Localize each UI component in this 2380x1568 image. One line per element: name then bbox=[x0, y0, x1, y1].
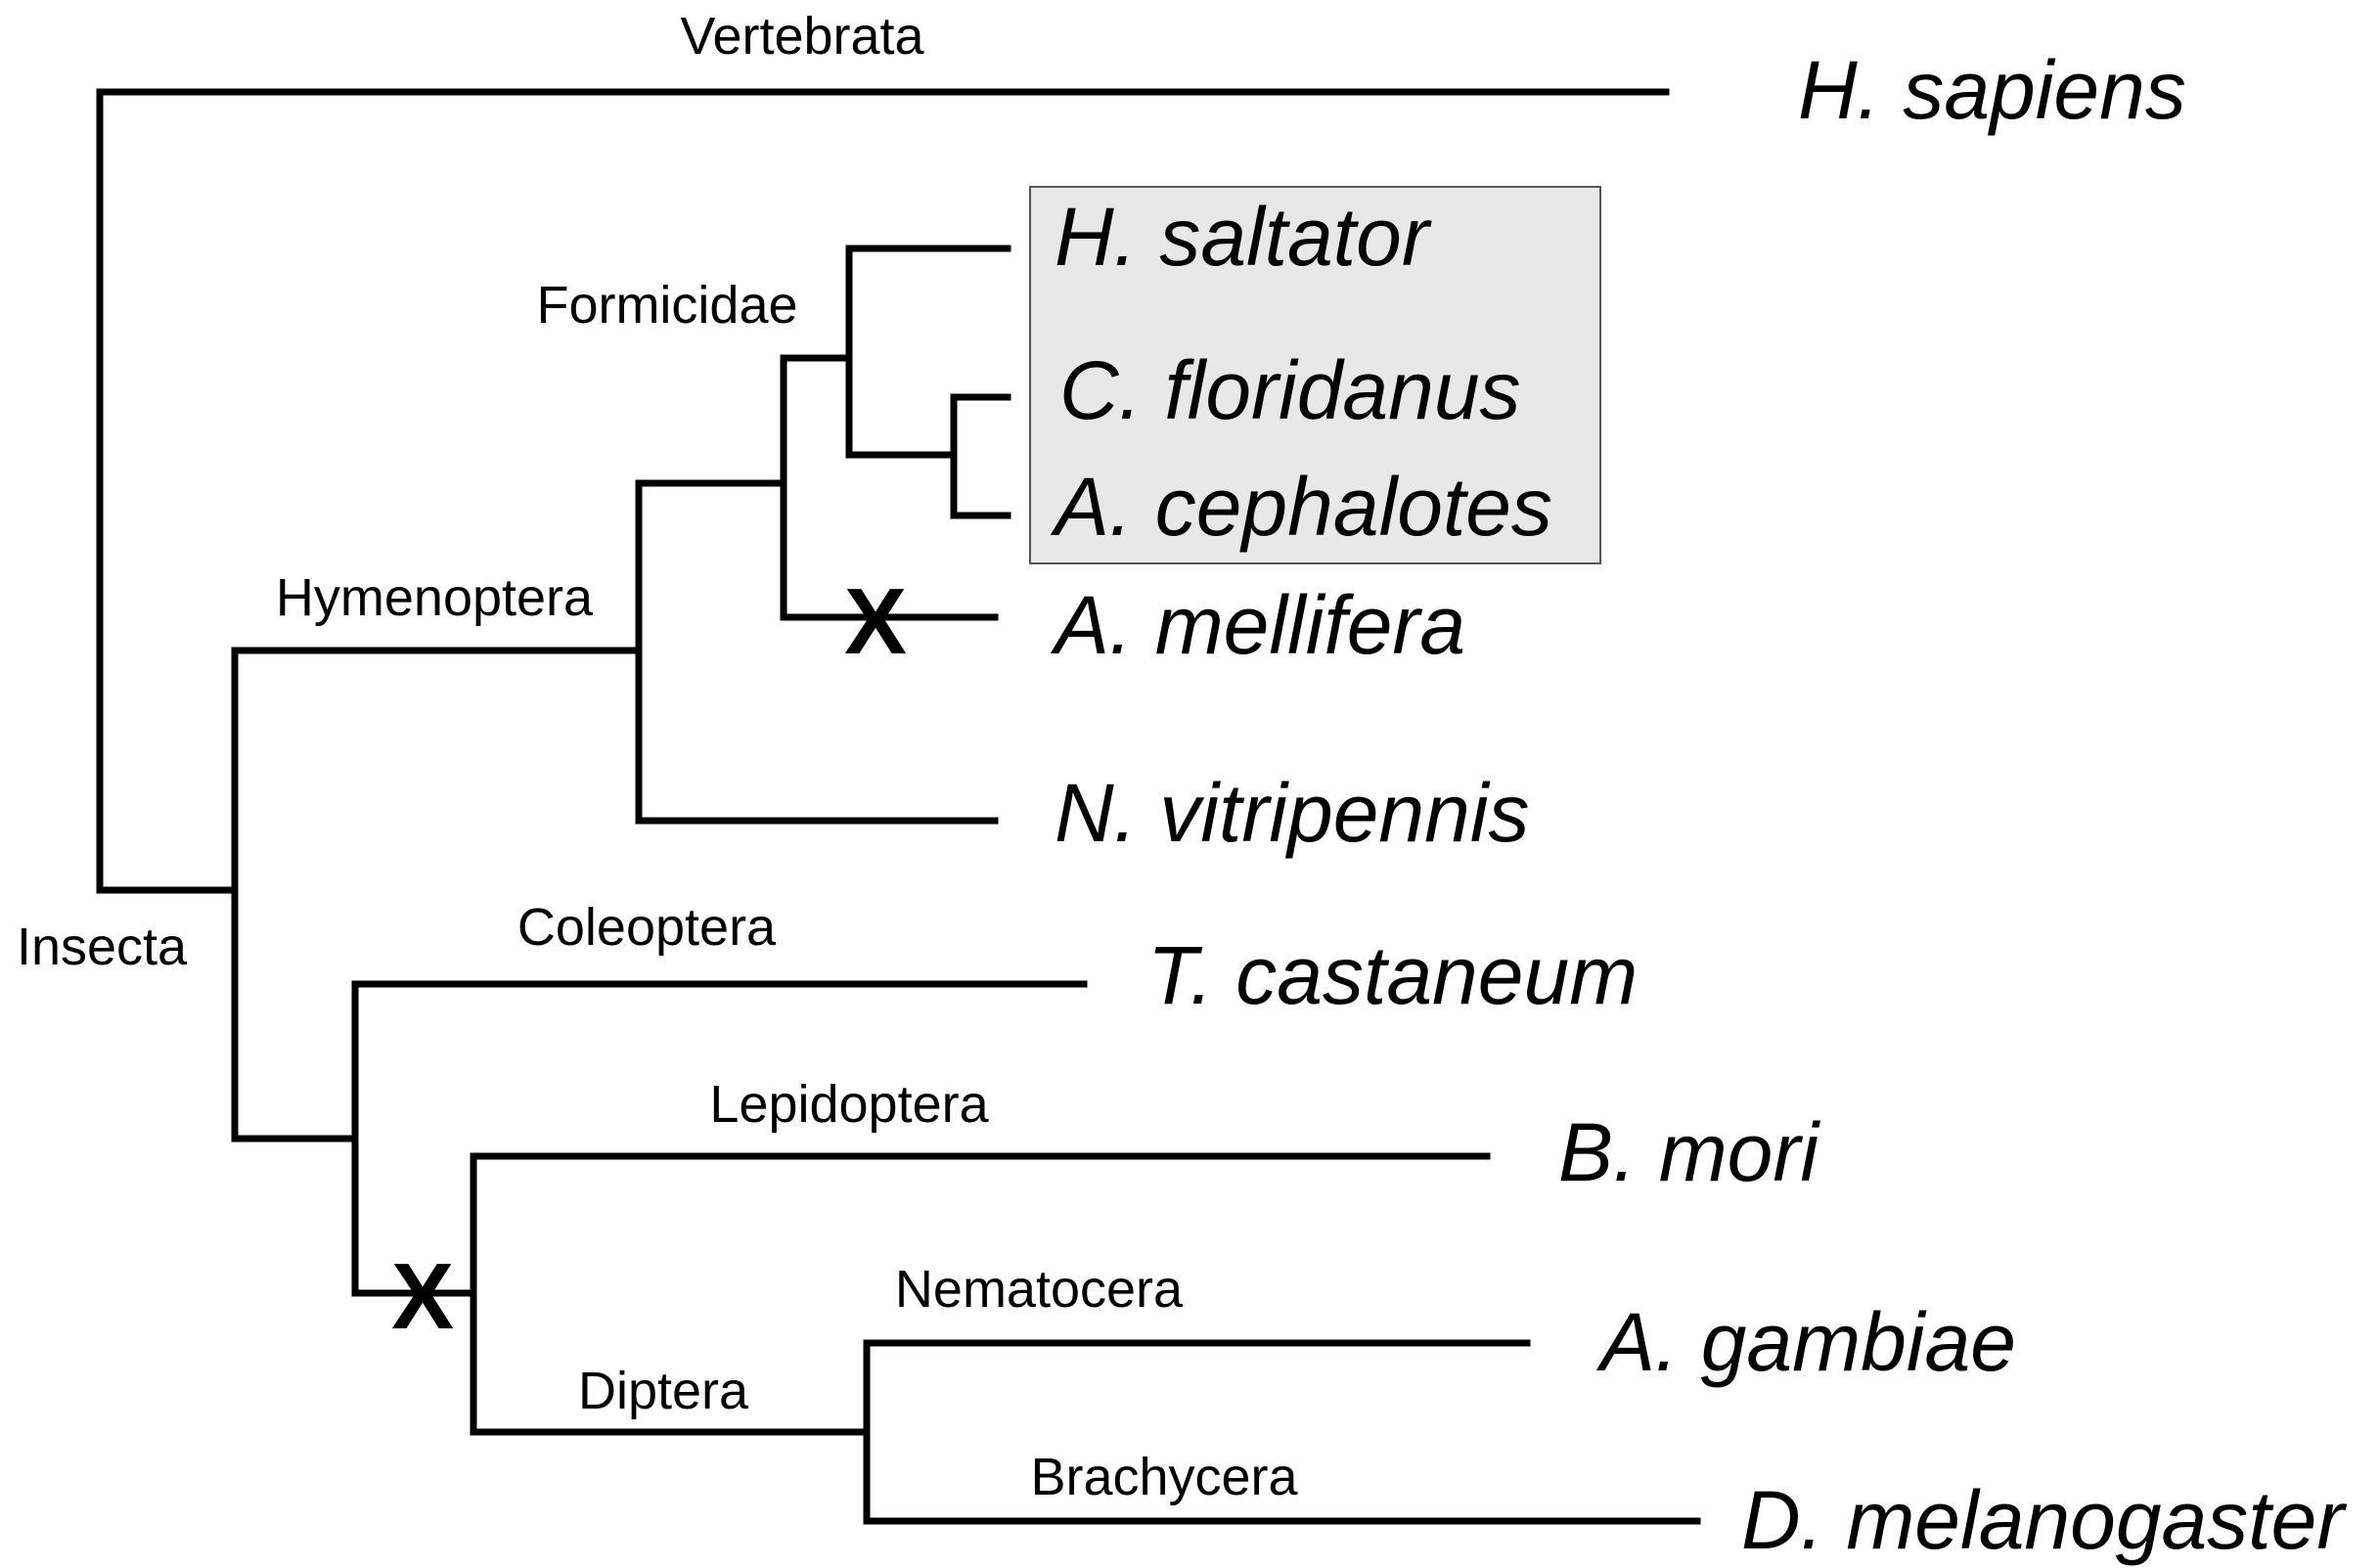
clade-label-coleoptera: Coleoptera bbox=[517, 898, 777, 957]
species-label-h-sapiens: H. sapiens bbox=[1798, 44, 2186, 136]
clade-label-hymenoptera: Hymenoptera bbox=[276, 568, 594, 627]
clade-label-vertebrata: Vertebrata bbox=[680, 7, 924, 66]
clade-label-formicidae: Formicidae bbox=[536, 276, 797, 335]
species-label-h-saltator: H. saltator bbox=[1055, 191, 1432, 283]
clade-label-insecta: Insecta bbox=[17, 918, 188, 976]
tree-branches bbox=[96, 88, 1701, 1525]
gene-loss-mark-panorpida: X bbox=[391, 1244, 454, 1349]
species-label-a-cephalotes: A. cephalotes bbox=[1050, 461, 1552, 553]
species-label-b-mori: B. mori bbox=[1558, 1106, 1820, 1198]
gene-loss-mark-a-mellifera: X bbox=[844, 569, 907, 674]
species-label-a-gambiae: A. gambiae bbox=[1595, 1296, 2016, 1388]
species-label-c-floridanus: C. floridanus bbox=[1059, 344, 1521, 436]
clade-label-nematocera: Nematocera bbox=[895, 1260, 1184, 1319]
clade-label-brachycera: Brachycera bbox=[1030, 1448, 1298, 1506]
species-label-d-melanogaster: D. melanogaster bbox=[1741, 1474, 2347, 1566]
species-label-n-vitripennis: N. vitripennis bbox=[1055, 767, 1530, 859]
species-label-a-mellifera: A. mellifera bbox=[1050, 579, 1465, 671]
clade-label-lepidoptera: Lepidoptera bbox=[709, 1075, 989, 1134]
formicidae-highlight-box bbox=[1029, 186, 1601, 564]
clade-label-diptera: Diptera bbox=[578, 1362, 749, 1420]
species-label-t-castaneum: T. castaneum bbox=[1147, 929, 1638, 1021]
